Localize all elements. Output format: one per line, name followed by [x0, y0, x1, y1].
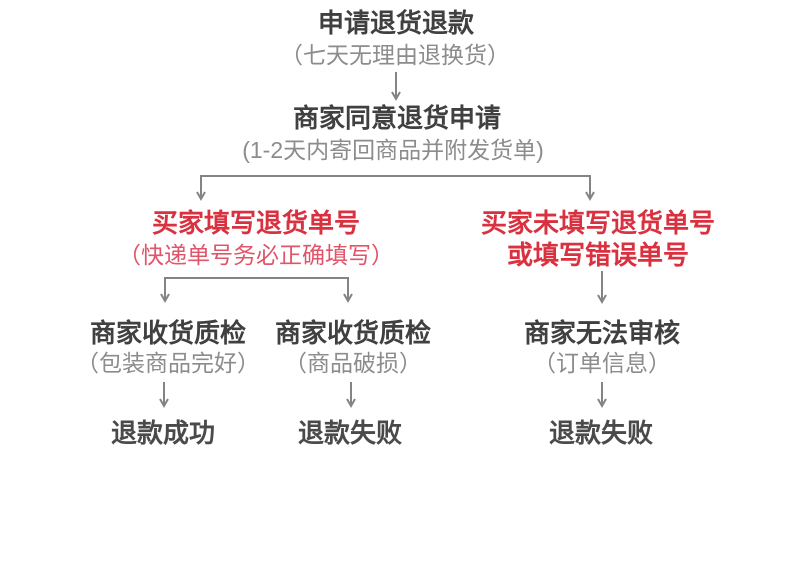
- node-apply-subtitle: （七天无理由退换货）: [280, 42, 510, 68]
- node-tracking-missing-line2: 或填写错误单号: [506, 240, 690, 270]
- node-qc-intact-subtitle: （包装商品完好）: [76, 350, 260, 376]
- node-tracking-filled-title: 买家填写退货单号: [151, 208, 361, 238]
- node-refund-fail-right-label: 退款失败: [548, 418, 654, 448]
- node-qc-damaged-title: 商家收货质检: [274, 318, 432, 348]
- node-qc-damaged-subtitle: （商品破损）: [284, 350, 422, 376]
- node-agree-title: 商家同意退货申请: [292, 103, 502, 133]
- node-agree-subtitle: (1-2天内寄回商品并附发货单): [242, 137, 544, 163]
- node-cannot-review-title: 商家无法审核: [523, 318, 681, 348]
- node-tracking-missing-line1: 买家未填写退货单号: [480, 208, 716, 238]
- node-cannot-review-subtitle: （订单信息）: [533, 350, 671, 376]
- node-apply-title: 申请退货退款: [317, 8, 475, 38]
- node-tracking-filled-subtitle: （快递单号务必正确填写）: [118, 242, 394, 268]
- node-refund-success-label: 退款成功: [110, 418, 216, 448]
- node-refund-fail-left-label: 退款失败: [297, 418, 403, 448]
- node-qc-intact-title: 商家收货质检: [89, 318, 247, 348]
